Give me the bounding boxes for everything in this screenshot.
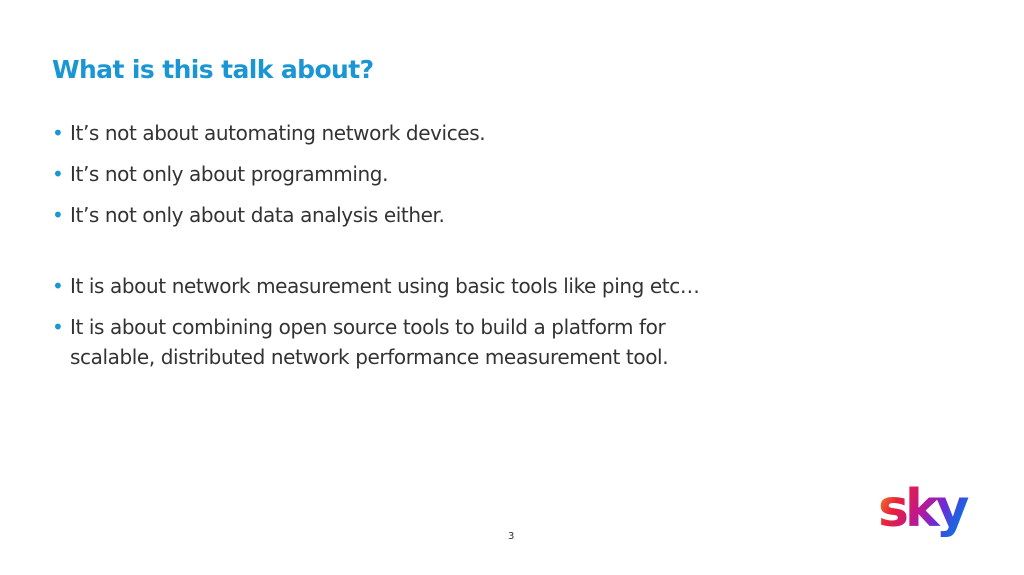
bullet-text: It is about combining open source tools … <box>70 315 669 369</box>
bullet-item: • It is about network measurement using … <box>52 271 712 301</box>
bullet-dot-icon: • <box>52 315 64 339</box>
bullet-dot-icon: • <box>52 274 64 298</box>
sky-logo-icon: sky <box>878 479 973 539</box>
bullet-item: • It is about combining open source tool… <box>52 312 712 372</box>
bullet-dot-icon: • <box>52 203 64 227</box>
bullet-item: • It’s not only about programming. <box>52 159 712 189</box>
bullet-dot-icon: • <box>52 162 64 186</box>
bullet-list: • It’s not about automating network devi… <box>52 118 712 383</box>
slide-title: What is this talk about? <box>52 55 374 84</box>
bullet-text: It’s not only about programming. <box>70 162 389 186</box>
page-number: 3 <box>508 531 515 542</box>
bullet-text: It’s not about automating network device… <box>70 121 486 145</box>
bullet-item: • It’s not only about data analysis eith… <box>52 200 712 230</box>
bullet-dot-icon: • <box>52 121 64 145</box>
bullet-text: It is about network measurement using ba… <box>70 274 700 298</box>
bullet-item: • It’s not about automating network devi… <box>52 118 712 148</box>
sky-logo-text: sky <box>878 479 969 539</box>
bullet-text: It’s not only about data analysis either… <box>70 203 445 227</box>
